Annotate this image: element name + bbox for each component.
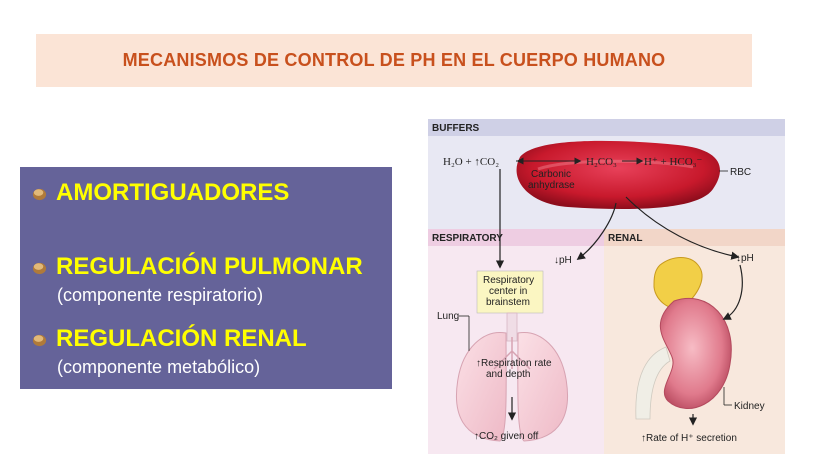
rate-line2: and depth bbox=[486, 369, 531, 380]
bullet-amortiguadores: AMORTIGUADORES bbox=[32, 179, 289, 207]
arrow-to-renal bbox=[625, 196, 740, 260]
lung-right bbox=[517, 332, 568, 442]
bullet-icon bbox=[32, 262, 47, 274]
equation-carbonic-acid: H₂CO₃ bbox=[586, 156, 617, 168]
page-title: MECANISMOS DE CONTROL DE PH EN EL CUERPO… bbox=[122, 50, 666, 70]
bullet-regulacion-pulmonar: REGULACIÓN PULMONAR bbox=[32, 253, 363, 281]
respiratory-center-box bbox=[476, 270, 544, 314]
respiratory-section bbox=[428, 229, 604, 454]
renal-ph: ↓pH bbox=[736, 253, 754, 264]
ph-control-diagram: BUFFERS RESPIRATORY RENAL RBC H₂O + ↑CO₂… bbox=[428, 119, 785, 454]
bullet-icon bbox=[32, 334, 47, 346]
center-line3: brainstem bbox=[486, 297, 530, 308]
enzyme-line1: Carbonic bbox=[531, 169, 571, 180]
respiratory-label: RESPIRATORY bbox=[432, 233, 503, 244]
buffers-label: BUFFERS bbox=[432, 123, 480, 134]
renal-header bbox=[604, 229, 785, 246]
bullet-icon bbox=[32, 188, 47, 200]
lung-left bbox=[456, 332, 507, 442]
ureter bbox=[635, 346, 671, 420]
renal-label: RENAL bbox=[608, 233, 642, 244]
co2-given-off: ↑CO₂ given off bbox=[474, 431, 539, 442]
arrow-to-respiratory bbox=[576, 202, 617, 261]
title-bar: MECANISMOS DE CONTROL DE PH EN EL CUERPO… bbox=[36, 34, 752, 87]
lung-label: Lung bbox=[437, 311, 459, 322]
rate-line1: ↑Respiration rate bbox=[476, 358, 552, 369]
equation-reactants: H₂O + ↑CO₂ bbox=[443, 156, 499, 168]
center-line1: Respiratory bbox=[483, 275, 534, 286]
rbc-label: RBC bbox=[730, 167, 751, 178]
bullet-label: REGULACIÓN PULMONAR bbox=[56, 253, 363, 280]
bullets-panel: AMORTIGUADORES REGULACIÓN PULMONAR (comp… bbox=[20, 167, 392, 389]
red-blood-cell bbox=[516, 140, 720, 210]
bullet-label: REGULACIÓN RENAL bbox=[56, 325, 307, 352]
enzyme-line2: anhydrase bbox=[528, 180, 575, 191]
kidney-label: Kidney bbox=[734, 401, 765, 412]
h-secretion: ↑Rate of H⁺ secretion bbox=[641, 433, 737, 444]
bullet-sub: (componente metabólico) bbox=[57, 357, 261, 377]
respiratory-ph: ↓pH bbox=[554, 255, 572, 266]
equation-products: H⁺ + HCO₃⁻ bbox=[644, 156, 703, 168]
arrow-ph-to-kidney bbox=[722, 264, 743, 320]
center-line2: center in bbox=[489, 286, 527, 297]
respiratory-header bbox=[428, 229, 604, 246]
bullet-sub: (componente respiratorio) bbox=[57, 285, 264, 305]
diagram-svg: BUFFERS RESPIRATORY RENAL RBC H₂O + ↑CO₂… bbox=[428, 119, 785, 454]
bullet-label: AMORTIGUADORES bbox=[56, 179, 290, 206]
buffers-header bbox=[428, 119, 785, 136]
bullet-regulacion-renal: REGULACIÓN RENAL bbox=[32, 325, 307, 353]
